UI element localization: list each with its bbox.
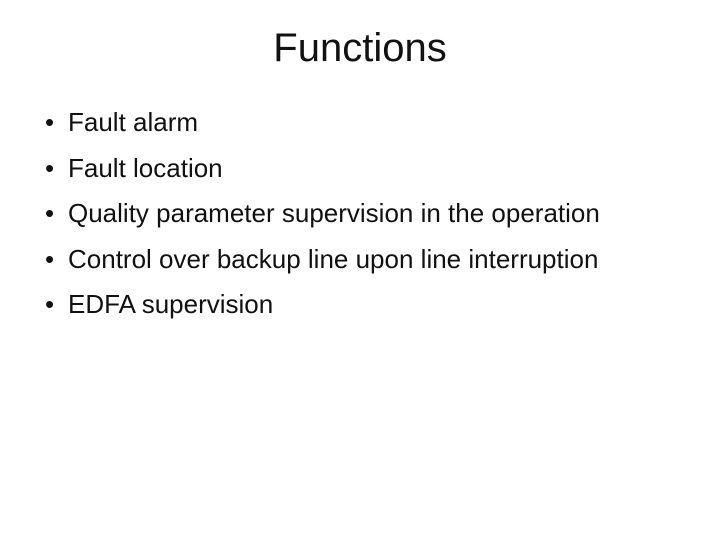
bullet-text: Fault alarm [68, 107, 199, 137]
bullet-item: • Fault location [45, 146, 720, 192]
bullet-item: • Fault alarm [45, 100, 720, 146]
bullet-item: • Control over backup line upon line int… [45, 237, 720, 283]
bullet-text: Control over backup line upon line inter… [68, 243, 599, 274]
bullet-icon: • [45, 243, 55, 274]
bullet-icon: • [45, 198, 55, 228]
bullet-icon: • [45, 107, 55, 137]
slide-title: Functions [273, 26, 447, 70]
bullet-text: Fault location [68, 152, 223, 183]
bullet-icon: • [45, 152, 55, 183]
bullet-icon: • [45, 289, 55, 319]
bullet-text: Quality parameter supervision in the ope… [68, 198, 600, 228]
bullet-item: • EDFA supervision [45, 282, 720, 328]
bullet-list: • Fault alarm • Fault location • Quality… [45, 100, 720, 328]
bullet-text: EDFA supervision [68, 289, 274, 319]
bullet-item: • Quality parameter supervision in the o… [45, 191, 720, 237]
